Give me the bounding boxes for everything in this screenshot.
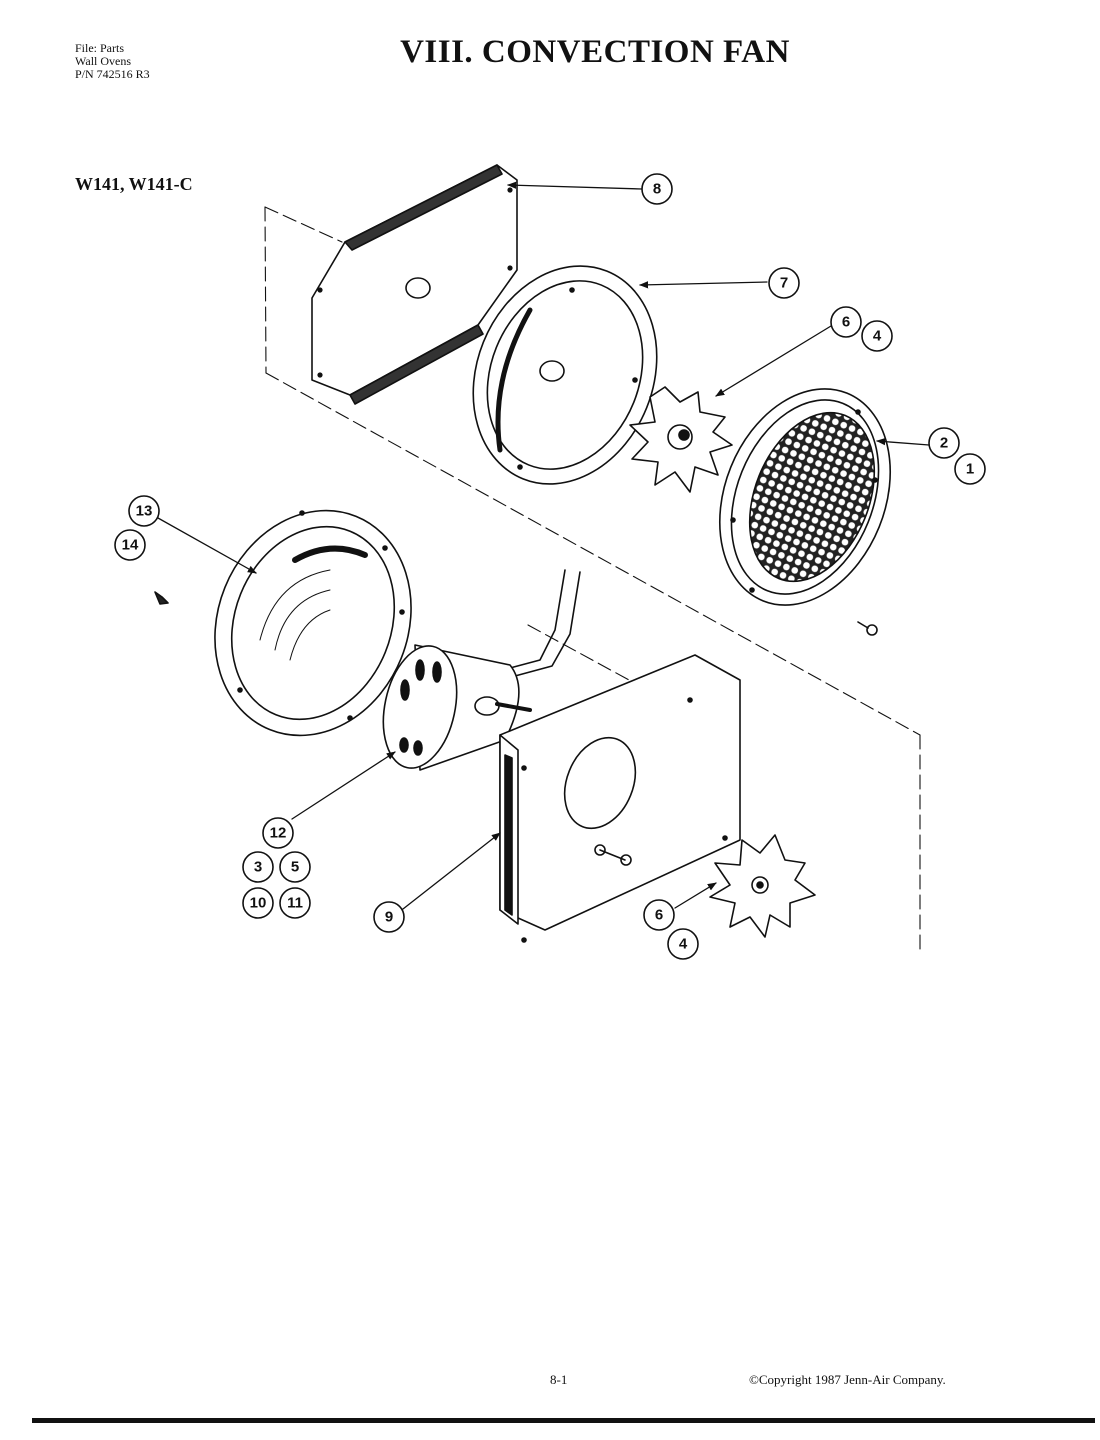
svg-text:5: 5 — [291, 859, 299, 876]
motor-bracket — [499, 654, 741, 943]
callout-4-upper: 4 — [861, 320, 893, 352]
page-title: VIII. CONVECTION FAN — [400, 34, 790, 70]
svg-text:6: 6 — [655, 907, 663, 924]
callout-6-upper: 6 — [830, 306, 862, 338]
file-line: Wall Ovens — [75, 54, 132, 68]
svg-text:4: 4 — [873, 328, 882, 345]
grille-screw — [857, 621, 878, 636]
file-line: P/N 742516 R3 — [75, 67, 150, 81]
callout-12: 12 — [262, 817, 294, 849]
svg-text:13: 13 — [136, 503, 153, 520]
mounting-plate — [311, 164, 518, 405]
lower-fan-blade — [709, 834, 816, 938]
callout-9: 9 — [373, 901, 405, 933]
upper-fan-blade — [629, 386, 733, 493]
svg-text:3: 3 — [254, 859, 262, 876]
fan-ring — [472, 265, 658, 485]
callout-1: 1 — [954, 453, 986, 485]
svg-text:7: 7 — [780, 275, 788, 292]
callout-4-lower: 4 — [667, 928, 699, 960]
callout-5: 5 — [279, 851, 311, 883]
callout-3: 3 — [242, 851, 274, 883]
svg-text:9: 9 — [385, 909, 393, 926]
callout-6-lower: 6 — [643, 899, 675, 931]
svg-text:12: 12 — [270, 825, 287, 842]
svg-text:2: 2 — [940, 435, 948, 452]
copyright-notice: ©Copyright 1987 Jenn-Air Company. — [749, 1372, 946, 1387]
file-line: File: Parts — [75, 41, 125, 55]
svg-text:4: 4 — [679, 936, 688, 953]
leader-lines — [157, 181, 930, 910]
callout-13: 13 — [128, 495, 160, 527]
fan-housing — [214, 509, 412, 737]
page-number: 8-1 — [550, 1372, 568, 1387]
file-info: File: Parts Wall Ovens P/N 742516 R3 — [75, 42, 150, 81]
svg-text:11: 11 — [287, 895, 303, 912]
callout-11: 11 — [279, 887, 311, 919]
svg-text:6: 6 — [842, 314, 850, 331]
svg-text:10: 10 — [250, 895, 267, 912]
perforated-grille — [718, 388, 892, 606]
callout-7: 7 — [768, 267, 800, 299]
svg-text:1: 1 — [966, 461, 974, 478]
model-numbers: W141, W141-C — [75, 174, 193, 194]
svg-text:8: 8 — [653, 181, 661, 198]
bottom-rule — [32, 1418, 1095, 1423]
callout-8: 8 — [641, 173, 673, 205]
callout-10: 10 — [242, 887, 274, 919]
callout-2: 2 — [928, 427, 960, 459]
housing-screw — [154, 591, 169, 605]
callout-14: 14 — [114, 529, 146, 561]
svg-text:14: 14 — [122, 537, 139, 554]
fan-motor — [382, 569, 581, 771]
